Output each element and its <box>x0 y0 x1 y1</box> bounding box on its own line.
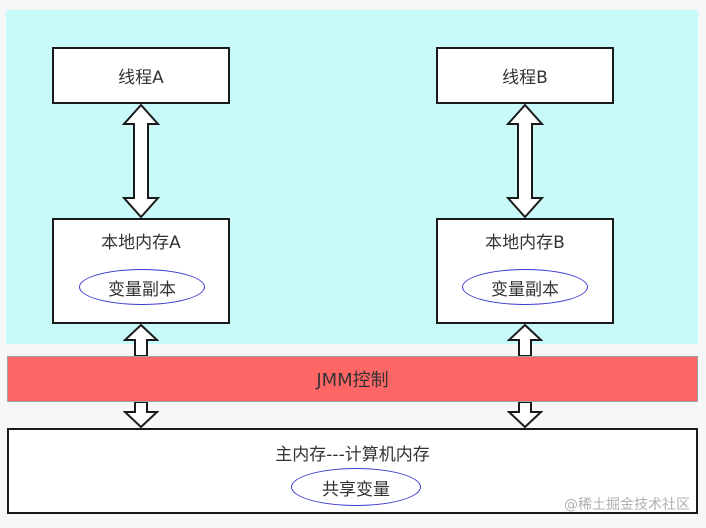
arrow-up-icon <box>123 324 159 356</box>
jmm-control-bar: JMM控制 <box>7 356 698 402</box>
variable-copy-a-label: 变量副本 <box>108 279 176 300</box>
jmm-control-label: JMM控制 <box>316 370 389 391</box>
local-memory-a-label: 本地内存A <box>101 233 181 253</box>
local-memory-b-label: 本地内存B <box>485 233 565 253</box>
double-arrow-icon <box>506 104 544 218</box>
thread-a-label: 线程A <box>118 68 164 88</box>
variable-copy-b-label: 变量副本 <box>491 279 559 300</box>
local-memory-b-box: 本地内存B 变量副本 <box>436 218 614 324</box>
variable-copy-a: 变量副本 <box>79 269 205 305</box>
arrow-down-icon <box>123 402 159 428</box>
arrow-down-icon <box>507 402 543 428</box>
local-memory-a-box: 本地内存A 变量副本 <box>52 218 230 324</box>
variable-copy-b: 变量副本 <box>462 269 588 305</box>
watermark: @稀土掘金技术社区 <box>564 497 690 513</box>
main-memory-label: 主内存---计算机内存 <box>275 445 430 465</box>
arrow-up-icon <box>507 324 543 356</box>
shared-variable: 共享变量 <box>291 468 421 506</box>
thread-b-box: 线程B <box>436 47 614 104</box>
main-memory-box: 主内存---计算机内存 共享变量 <box>7 428 698 514</box>
shared-variable-label: 共享变量 <box>322 479 390 500</box>
thread-b-label: 线程B <box>502 68 548 88</box>
thread-a-box: 线程A <box>52 47 230 104</box>
double-arrow-icon <box>122 104 160 218</box>
